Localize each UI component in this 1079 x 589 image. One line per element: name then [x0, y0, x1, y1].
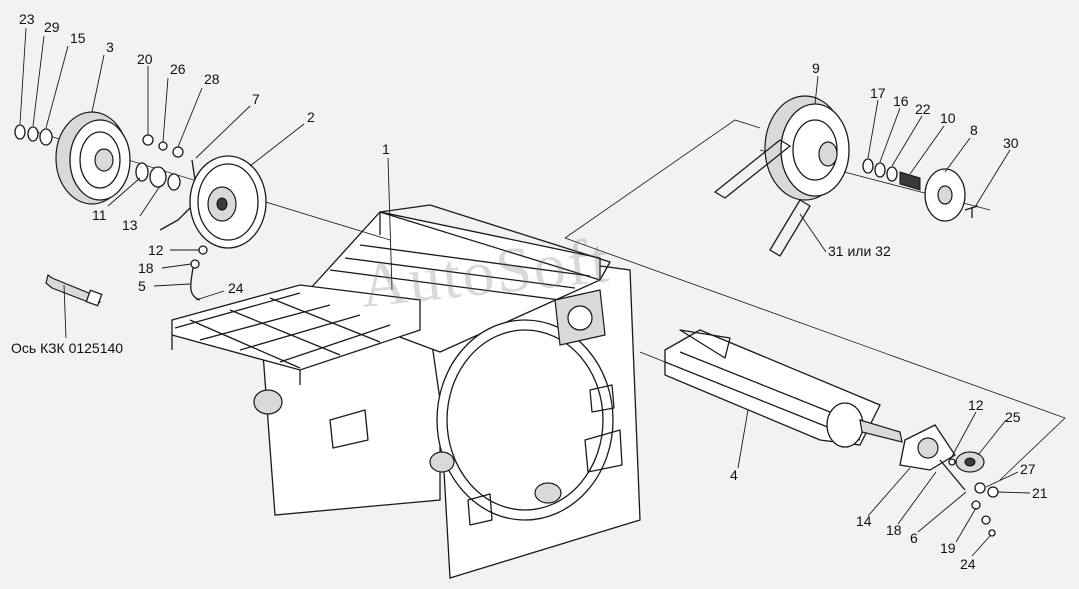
callout-19: 19: [940, 540, 956, 556]
housing-frame: [253, 204, 641, 579]
callout-27: 27: [1020, 461, 1036, 477]
callout-6: 6: [910, 530, 918, 546]
callout-3: 3: [106, 39, 114, 55]
callout-9: 9: [812, 60, 820, 76]
drum-assembly: [639, 329, 999, 537]
callout-12-left: 12: [148, 242, 164, 258]
callout-25: 25: [1005, 409, 1021, 425]
callout-18-left: 18: [138, 260, 154, 276]
callout-12-right: 12: [968, 397, 984, 413]
callout-7: 7: [252, 91, 260, 107]
leader-lines: [19, 27, 1031, 557]
callout-30: 30: [1003, 135, 1019, 151]
callout-2: 2: [307, 109, 315, 125]
callout-axis: Ось КЗК 0125140: [11, 340, 124, 356]
callout-21: 21: [1032, 485, 1048, 501]
callout-8: 8: [970, 122, 978, 138]
callout-22: 22: [915, 101, 931, 117]
callout-13: 13: [122, 217, 138, 233]
callout-18-right: 18: [886, 522, 902, 538]
callout-26: 26: [170, 61, 186, 77]
callout-24-left: 24: [228, 280, 244, 296]
tray-frame: [171, 284, 421, 385]
callout-31-32: 31 или 32: [828, 243, 891, 259]
right-upper-exploded-parts: [564, 95, 1066, 481]
callout-23: 23: [19, 11, 35, 27]
callout-16: 16: [893, 93, 909, 109]
callout-28: 28: [204, 71, 220, 87]
callout-14: 14: [856, 513, 872, 529]
callout-29: 29: [44, 19, 60, 35]
callout-5: 5: [138, 278, 146, 294]
callout-1: 1: [382, 141, 390, 157]
callout-11: 11: [92, 207, 107, 223]
callout-10: 10: [940, 110, 956, 126]
left-exploded-parts: [14, 111, 391, 307]
callout-15: 15: [70, 30, 86, 46]
callout-24-right: 24: [960, 556, 976, 572]
callout-4: 4: [730, 467, 738, 483]
callout-17: 17: [870, 85, 886, 101]
callout-20: 20: [137, 51, 153, 67]
